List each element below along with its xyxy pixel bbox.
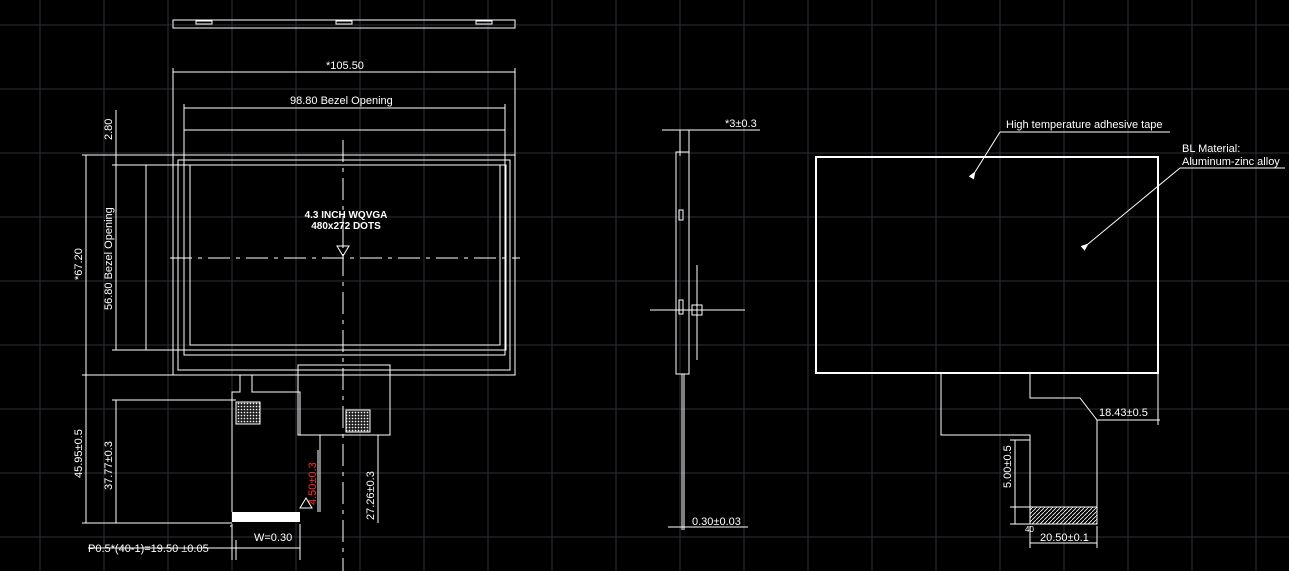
warning-triangle-icon bbox=[299, 497, 313, 509]
back-view: High temperature adhesive tape BL Materi… bbox=[815, 119, 1285, 548]
fpc-tail-label: 27.26±0.3 bbox=[365, 471, 377, 520]
fpc-thickness-label: 0.30±0.03 bbox=[692, 516, 741, 528]
fpc-front bbox=[230, 364, 391, 527]
overall-height-label: *67.20 bbox=[73, 248, 85, 280]
bl-material-line1: BL Material: bbox=[1182, 143, 1240, 155]
top-offset-label: 2.80 bbox=[103, 119, 115, 140]
thickness-label: *3±0.3 bbox=[725, 118, 757, 130]
pitch-label: P0.5*(40-1)=19.50 ±0.05 bbox=[88, 543, 209, 555]
fpc-inner-label: 37.77±0.3 bbox=[103, 441, 115, 490]
fpc-connector bbox=[232, 512, 300, 522]
fpc-pad-right bbox=[345, 409, 371, 433]
connector-width-label: 20.50±0.1 bbox=[1040, 532, 1089, 544]
bezel-height-label: 56.80 Bezel Opening bbox=[103, 207, 115, 310]
tape-note-label: High temperature adhesive tape bbox=[1006, 119, 1163, 131]
side-profile bbox=[675, 151, 690, 375]
front-view: *105.50 98.80 Bezel Opening 4.3 INCH WQV… bbox=[73, 19, 520, 571]
stiffener-len-label: 5.00±0.5 bbox=[1002, 445, 1014, 488]
stiffener-label: 4.50±0.3 bbox=[307, 462, 319, 505]
bl-material-line2: Aluminum-zinc alloy bbox=[1182, 156, 1280, 168]
side-view: *3±0.3 0.30±0.03 bbox=[650, 118, 760, 530]
orientation-arrow-icon bbox=[336, 236, 350, 257]
top-profile bbox=[172, 19, 516, 29]
display-resolution-label: 480x272 DOTS bbox=[311, 221, 381, 232]
fpc-pad-left bbox=[235, 401, 261, 425]
backlight-outline bbox=[815, 156, 1159, 374]
width-label: W=0.30 bbox=[254, 532, 292, 544]
active-area bbox=[189, 164, 501, 346]
fpc-back bbox=[940, 373, 1031, 507]
fpc-offset-label: 18.43±0.5 bbox=[1099, 407, 1148, 419]
bezel-width-label: 98.80 Bezel Opening bbox=[290, 95, 393, 107]
overall-width-label: *105.50 bbox=[326, 60, 364, 72]
module-outline bbox=[172, 154, 516, 376]
display-size-label: 4.3 INCH WQVGA bbox=[305, 210, 388, 221]
fpc-total-label: 45.95±0.5 bbox=[73, 429, 85, 478]
connector-hatch bbox=[1029, 506, 1098, 525]
